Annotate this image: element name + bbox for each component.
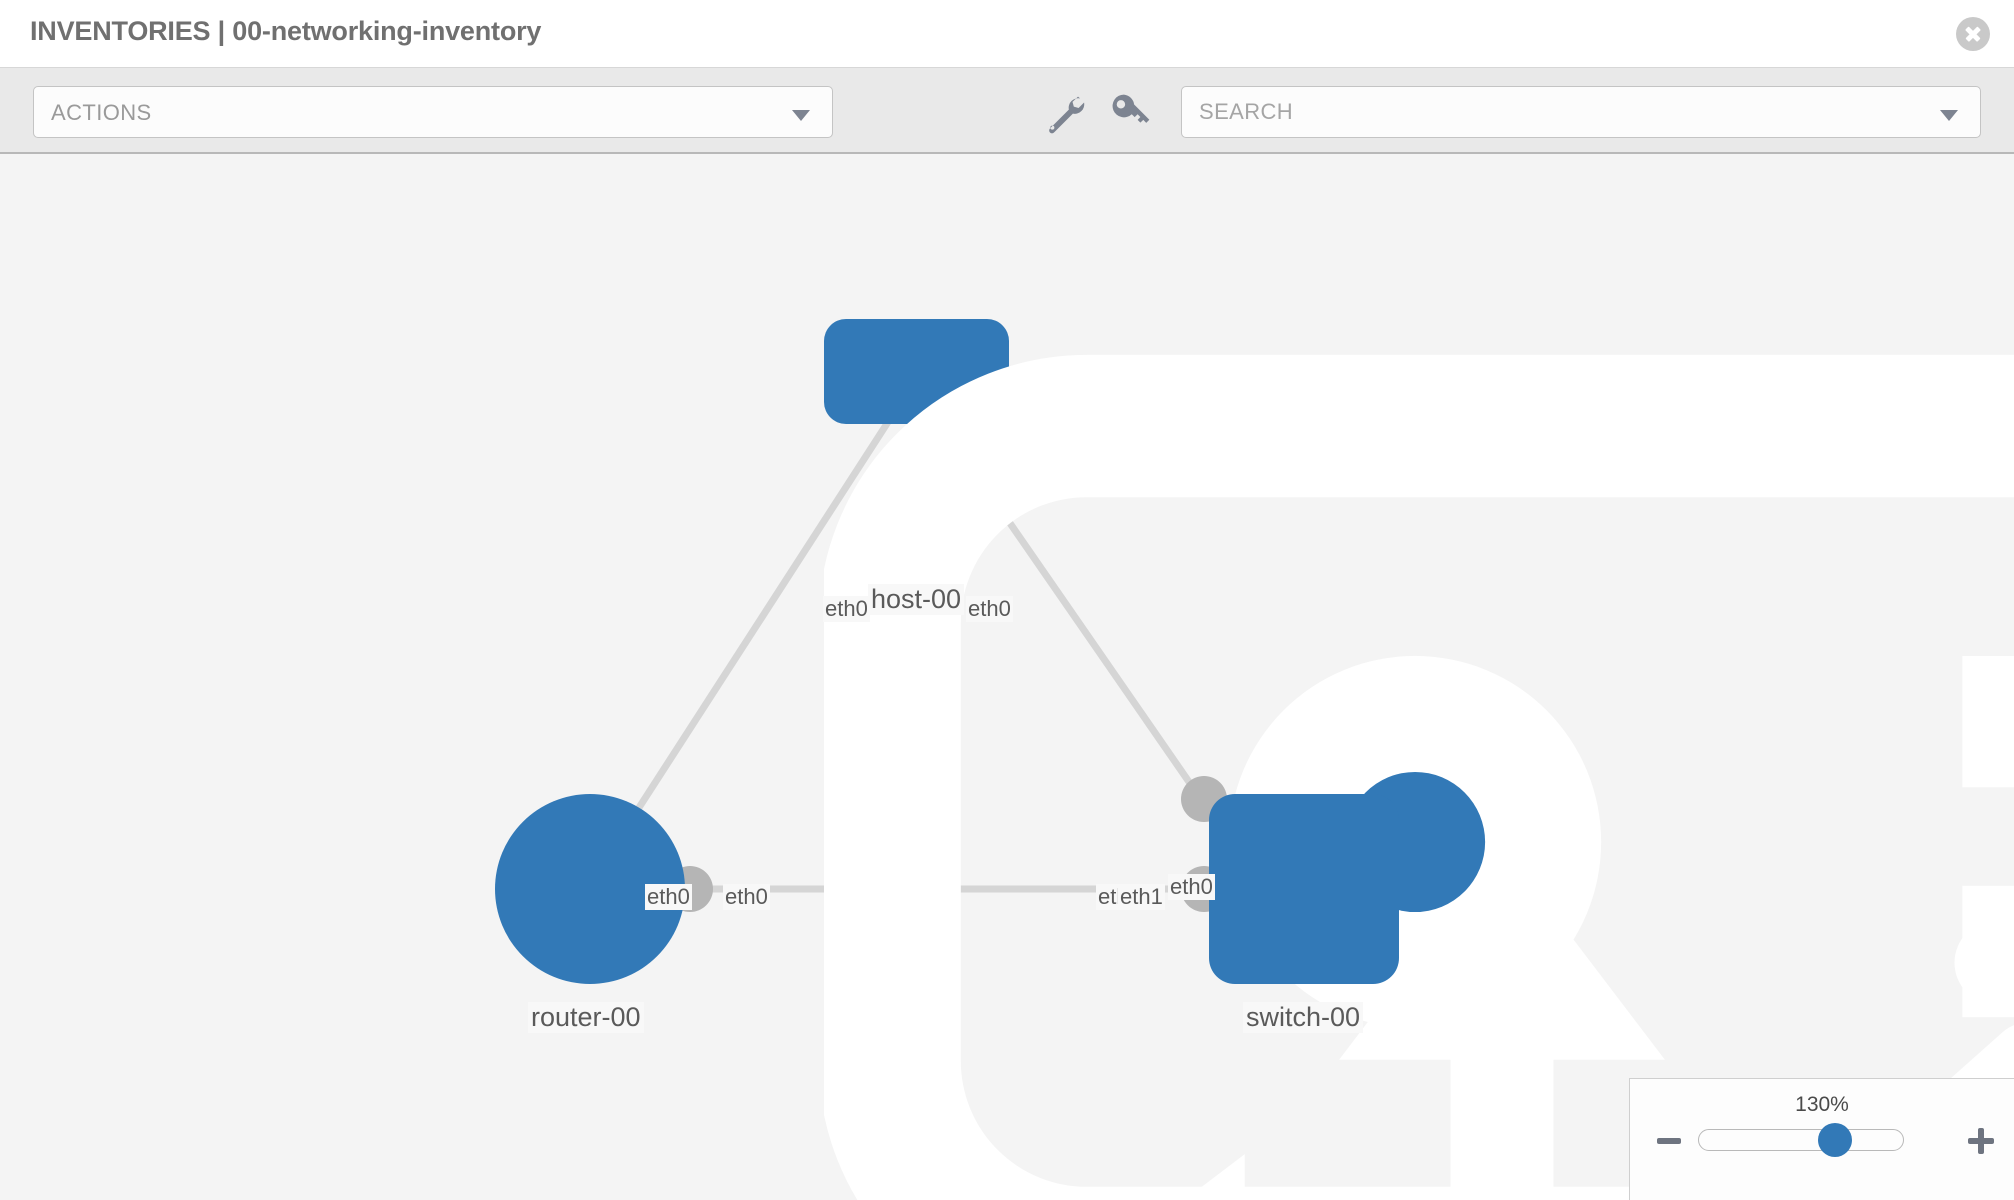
close-icon[interactable]: [1956, 17, 1990, 51]
chevron-down-icon: [792, 110, 810, 121]
zoom-level-label: 130%: [1795, 1093, 1849, 1116]
edge-label-switch-eth0-uplink[interactable]: eth0: [1168, 874, 1215, 900]
node-label-host-00[interactable]: host-00: [868, 584, 965, 615]
key-icon[interactable]: [1107, 90, 1151, 134]
edge-label-host-eth0-right[interactable]: eth0: [966, 596, 1013, 622]
search-field[interactable]: [1181, 86, 1981, 138]
switch-node-shape[interactable]: [1209, 794, 2014, 1200]
actions-dropdown[interactable]: ACTIONS: [33, 86, 833, 138]
zoom-slider-thumb[interactable]: [1818, 1123, 1852, 1157]
page-title: INVENTORIES | 00-networking-inventory: [30, 16, 542, 46]
node-label-switch-00[interactable]: switch-00: [1243, 1002, 1364, 1033]
topology-canvas[interactable]: host-00 router-: [0, 154, 2014, 1200]
edge-label-router-eth0[interactable]: eth0: [723, 884, 770, 910]
chevron-down-icon[interactable]: [1940, 110, 1958, 121]
network-topology-graph: host-00 router-: [0, 154, 2014, 1200]
wrench-icon[interactable]: [1043, 90, 1087, 134]
zoom-out-button[interactable]: [1654, 1126, 1684, 1156]
edge-label-switch-eth1[interactable]: eth1: [1118, 884, 1165, 910]
actions-dropdown-label: ACTIONS: [51, 100, 152, 125]
toolbar: ACTIONS: [0, 68, 2014, 154]
zoom-control-panel: 130%: [1629, 1078, 2014, 1200]
host-node-shape[interactable]: [824, 319, 2014, 1200]
search-input[interactable]: [1199, 87, 1899, 137]
edge-label-host-eth0-left[interactable]: eth0: [823, 596, 870, 622]
node-label-router-00[interactable]: router-00: [528, 1002, 644, 1033]
app-header: INVENTORIES | 00-networking-inventory: [0, 0, 2014, 68]
zoom-slider-track[interactable]: [1698, 1123, 1904, 1157]
zoom-in-button[interactable]: [1966, 1126, 1996, 1156]
edge-label-router-eth0-uplink[interactable]: eth0: [645, 884, 692, 910]
